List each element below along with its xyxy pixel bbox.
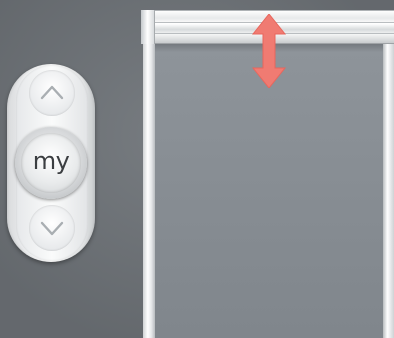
window-frame-left	[143, 38, 155, 338]
down-button[interactable]	[29, 205, 75, 251]
chevron-up-icon	[29, 70, 75, 116]
cassette-end-cap	[141, 10, 155, 44]
my-button[interactable]: my	[15, 127, 87, 199]
up-button[interactable]	[29, 70, 75, 116]
my-button-label: my	[33, 149, 70, 173]
window-frame-right	[383, 38, 394, 338]
chevron-down-icon	[29, 205, 75, 251]
my-button-face: my	[21, 133, 81, 193]
roller-shade-fabric	[155, 44, 383, 338]
up-down-arrow-icon	[250, 14, 288, 88]
